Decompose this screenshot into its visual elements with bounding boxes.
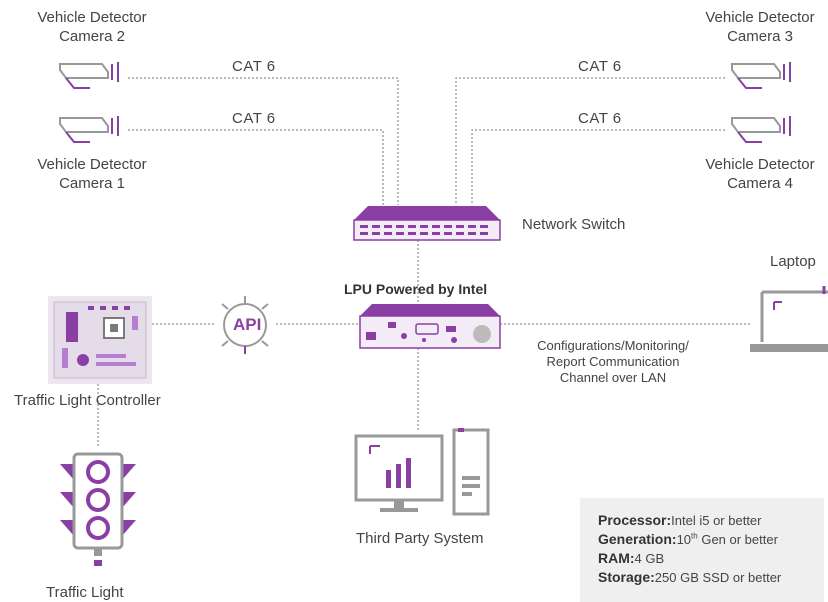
camera-4-label: Vehicle Detector Camera 4: [690, 155, 828, 193]
cat6-label-cam2: CAT 6: [232, 58, 276, 75]
camera-4-icon: [731, 116, 791, 143]
laptop-icon: [750, 286, 828, 352]
camera-1-label-line1: Vehicle Detector: [37, 156, 147, 173]
spec-generation-suffix: th: [691, 531, 698, 541]
camera-2-icon: [59, 62, 119, 89]
controller-label: Traffic Light Controller: [14, 392, 161, 409]
lan-label-line2: Report Communication: [546, 354, 680, 369]
spec-storage-key: Storage:: [598, 569, 655, 585]
camera-2-label-line1: Vehicle Detector: [37, 9, 147, 26]
laptop-label: Laptop: [770, 253, 816, 270]
camera-4-label-line1: Vehicle Detector: [705, 156, 815, 173]
camera-1-icon: [59, 116, 119, 143]
camera-2-label-line2: Camera 2: [59, 28, 125, 45]
network-switch-label: Network Switch: [522, 216, 626, 233]
cat6-label-cam1: CAT 6: [232, 110, 276, 127]
camera-3-label: Vehicle Detector Camera 3: [690, 8, 828, 46]
cat6-label-cam4: CAT 6: [578, 110, 622, 127]
traffic-light-label: Traffic Light: [46, 584, 124, 601]
spec-ram-value: 4 GB: [634, 551, 665, 566]
lpu-label: LPU Powered by Intel: [344, 281, 488, 297]
spec-ram: RAM:4 GB: [598, 550, 664, 566]
cat6-label-cam3: CAT 6: [578, 58, 622, 75]
third-party-label: Third Party System: [356, 530, 484, 547]
camera-1-label: Vehicle Detector Camera 1: [22, 155, 162, 193]
camera-4-label-line2: Camera 4: [727, 175, 793, 192]
spec-ram-key: RAM:: [598, 550, 635, 566]
lan-label-line3: Channel over LAN: [559, 370, 667, 385]
lpu-device-icon: [359, 304, 501, 349]
spec-storage: Storage:250 GB SSD or better: [598, 569, 781, 585]
spec-storage-value: 250 GB SSD or better: [654, 570, 782, 585]
spec-processor-key: Processor:: [598, 512, 672, 528]
network-switch-icon: [353, 206, 501, 241]
camera-3-label-line1: Vehicle Detector: [705, 9, 815, 26]
camera-3-label-line2: Camera 3: [727, 28, 793, 45]
spec-generation-key: Generation:: [598, 531, 677, 547]
spec-generation-number: 10: [676, 532, 692, 547]
lan-label: Configurations/Monitoring/ Report Commun…: [508, 338, 718, 386]
spec-generation-rest: Gen or better: [697, 532, 778, 547]
api-icon: [221, 296, 269, 354]
spec-processor-value: Intel i5 or better: [671, 513, 762, 528]
spec-box: Processor:Intel i5 or better Generation:…: [580, 498, 824, 602]
camera-2-label: Vehicle Detector Camera 2: [22, 8, 162, 46]
lan-label-line1: Configurations/Monitoring/: [537, 338, 689, 353]
controller-board-icon: [48, 296, 152, 384]
third-party-system-icon: [354, 428, 490, 516]
camera-3-icon: [731, 62, 791, 89]
traffic-light-icon: [60, 452, 136, 566]
spec-processor: Processor:Intel i5 or better: [598, 512, 761, 528]
camera-1-label-line2: Camera 1: [59, 175, 125, 192]
api-label: API: [233, 315, 262, 334]
spec-generation: Generation:10th Gen or better: [598, 531, 778, 547]
